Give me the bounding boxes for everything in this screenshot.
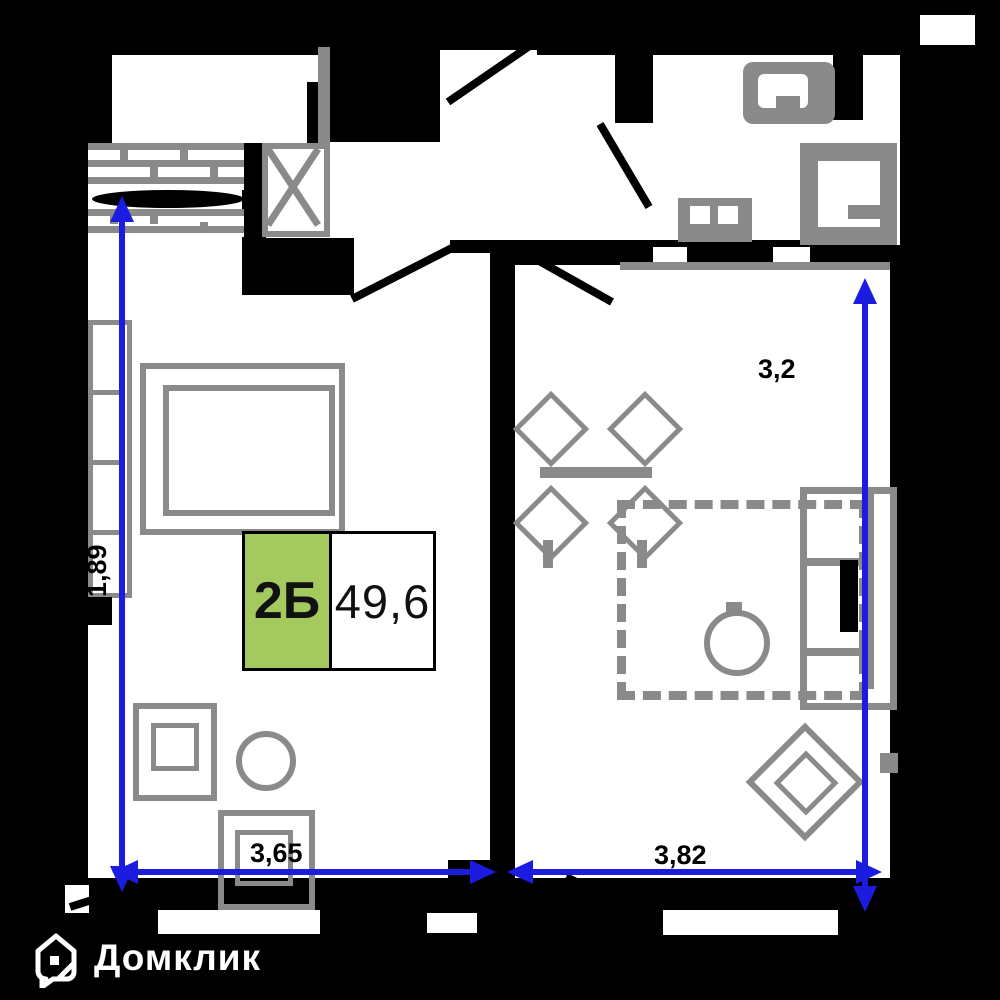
dim-line-bottom-right [517, 869, 865, 875]
sofa-divider [807, 648, 867, 656]
bed-mattress [163, 385, 335, 516]
door-swing-entry [445, 21, 563, 106]
sofa-accent [840, 560, 858, 632]
dim-arrow-up-right [853, 278, 877, 304]
coffee-table-notch [726, 602, 742, 614]
unit-area-value: 49,6 [334, 574, 431, 628]
shelf-tick [210, 167, 218, 177]
dim-arrow-left-bl [112, 860, 138, 884]
wardrobe-foot [85, 597, 112, 625]
wall-top-left-block [325, 50, 440, 142]
dining-table-bar [540, 467, 652, 478]
wardrobe-cross-line [265, 147, 321, 227]
living-top-stripe [620, 262, 890, 270]
dimension-label-right-top: 3,2 [758, 354, 796, 384]
brand-logo: Домклик [30, 928, 261, 988]
right-wall-window [880, 753, 898, 773]
shelf-tick [150, 214, 158, 224]
kitchen-cabinet [218, 810, 315, 910]
unit-card: 2Б 49,6 [242, 531, 436, 671]
wardrobe-divider [90, 460, 120, 465]
unit-type-label: 2Б [253, 572, 321, 630]
door-swing-bathroom [596, 121, 653, 210]
door-swing-bottom-center [564, 873, 656, 923]
doorway-living-1 [653, 247, 687, 265]
kitchen-cabinet-inner [235, 830, 293, 886]
balcony-shelving-top [88, 143, 244, 190]
window-recess-right [663, 910, 838, 935]
toilet-cistern-left [690, 206, 710, 224]
shower-drain-step [848, 205, 880, 219]
unit-type-badge: 2Б [245, 534, 332, 668]
door-swing-living [514, 244, 614, 306]
door-swing-bedroom [350, 244, 454, 303]
dim-line-right-vertical [862, 298, 868, 888]
dimension-label-bottom-right: 3,82 [654, 840, 707, 870]
shelf-tick [150, 167, 158, 177]
wardrobe-strip [88, 320, 132, 598]
door-swing-top-right [941, 63, 989, 100]
dim-arrow-left-br [507, 860, 533, 884]
wall-bathroom-inner [833, 55, 863, 120]
kitchen-stove [133, 703, 217, 801]
dim-arrow-down-right [853, 886, 877, 912]
window-recess-center [427, 913, 477, 933]
kitchen-stove-burner [151, 723, 199, 771]
sofa-divider [807, 558, 867, 566]
wall-top-left-band [63, 15, 440, 53]
dim-line-left-vertical [119, 218, 125, 868]
kitchen-sink [236, 731, 296, 791]
balcony-glazing-edge [318, 47, 330, 143]
wardrobe-divider [90, 530, 120, 535]
wardrobe-divider [90, 390, 120, 395]
sofa-back [866, 494, 874, 689]
shelf-tick [180, 150, 188, 160]
dimension-label-left: 1,89 [82, 544, 112, 597]
shelf-tick [120, 150, 128, 160]
dim-arrow-right-br [856, 860, 882, 884]
wall-center-vertical [490, 245, 515, 880]
dim-line-bottom-left [124, 869, 490, 875]
toilet-cistern-right [718, 206, 738, 224]
top-right-notch [920, 15, 975, 45]
dining-chair-leg [543, 540, 553, 568]
brand-name: Домклик [94, 937, 262, 978]
dim-arrow-right-bl [470, 860, 496, 884]
window-recess-left [158, 910, 320, 934]
doorway-living-2 [773, 247, 810, 265]
house-icon [35, 933, 77, 988]
wardrobe-crossed-box [262, 143, 330, 237]
wall-balcony-left [88, 55, 112, 143]
sofa [800, 487, 897, 710]
dining-chair-leg [637, 540, 647, 568]
dim-arrow-up-left [110, 196, 134, 222]
dimension-label-bottom-left: 3,65 [250, 838, 303, 868]
unit-area: 49,6 [332, 534, 433, 668]
bath-sink-tab [776, 96, 800, 110]
wall-balcony-chunk [242, 238, 354, 295]
shelf-tick [200, 222, 208, 232]
wall-entry-bathroom [615, 53, 653, 123]
